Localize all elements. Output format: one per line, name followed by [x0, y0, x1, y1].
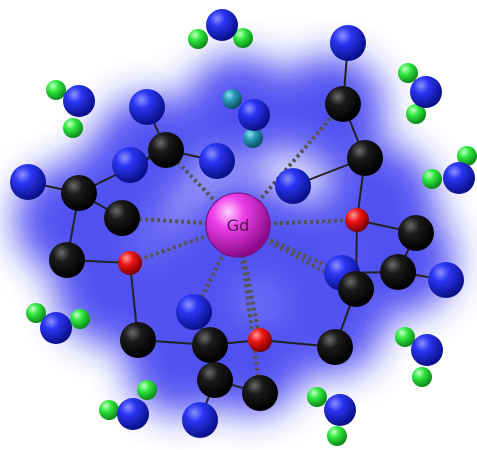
water-oxygen-atom [40, 312, 72, 344]
nitrogen-atom [176, 294, 212, 330]
coordination-bond [237, 223, 357, 291]
water-oxygen-atom [410, 76, 442, 108]
water-oxygen-atom [238, 99, 270, 131]
hydrogen-atom [406, 104, 426, 124]
carbon-atom [197, 362, 233, 398]
oxygen-atom [345, 208, 369, 232]
carbon-atom [325, 86, 361, 122]
hydrogen-atom [63, 118, 83, 138]
hydrogen-atom [188, 29, 208, 49]
carbon-atom [104, 200, 140, 236]
water-molecule [188, 9, 253, 49]
water-molecule [99, 380, 157, 430]
carbon-atom [338, 271, 374, 307]
hydrogen-atom [327, 426, 347, 446]
water-oxygen-atom [411, 334, 443, 366]
hydrogen-atom [243, 128, 263, 148]
hydrogen-atom [46, 80, 66, 100]
nitrogen-atom [330, 25, 366, 61]
water-molecule [26, 303, 90, 344]
carbon-atom [380, 254, 416, 290]
water-molecule [46, 80, 95, 138]
water-molecule [422, 146, 477, 194]
carbon-atom [120, 322, 156, 358]
water-molecule [395, 327, 443, 387]
nitrogen-atom [10, 164, 46, 200]
nitrogen-atom [129, 89, 165, 125]
hydrogen-atom [233, 28, 253, 48]
oxygen-atom [248, 328, 272, 352]
water-oxygen-atom [63, 85, 95, 117]
coordination-bond [236, 224, 262, 394]
carbon-atom [347, 140, 383, 176]
water-oxygen-atom [324, 394, 356, 426]
hydrogen-atom [70, 309, 90, 329]
carbon-atom [148, 132, 184, 168]
water-molecule [398, 63, 442, 124]
gadolinium-atom: Gd [205, 192, 271, 258]
water-oxygen-atom [443, 162, 475, 194]
oxygen-atom [118, 251, 142, 275]
water-oxygen-atom [206, 9, 238, 41]
hydrogen-atom [422, 169, 442, 189]
hydrogen-atom [222, 89, 242, 109]
water-molecule [222, 89, 270, 148]
hydrogen-atom [26, 303, 46, 323]
carbon-atom [242, 375, 278, 411]
nitrogen-atom [275, 168, 311, 204]
carbon-atom [192, 327, 228, 363]
carbon-atom [61, 175, 97, 211]
water-oxygen-atom [117, 398, 149, 430]
hydrogen-atom [457, 146, 477, 166]
hydrogen-atom [137, 380, 157, 400]
carbon-atom [398, 215, 434, 251]
hydrogen-atom [412, 367, 432, 387]
hydrogen-atom [307, 387, 327, 407]
water-molecules [26, 9, 477, 446]
hydrogen-atom [395, 327, 415, 347]
hydrogen-atom [99, 400, 119, 420]
nitrogen-atom [428, 262, 464, 298]
atoms [10, 25, 464, 438]
nitrogen-atom [199, 143, 235, 179]
nitrogen-atom [112, 147, 148, 183]
gadolinium-label: Gd [227, 216, 250, 235]
water-molecule [307, 387, 356, 446]
nitrogen-atom [182, 402, 218, 438]
hydrogen-atom [398, 63, 418, 83]
coordination-bond [192, 224, 240, 313]
carbon-atom [317, 329, 353, 365]
carbon-atom [49, 242, 85, 278]
